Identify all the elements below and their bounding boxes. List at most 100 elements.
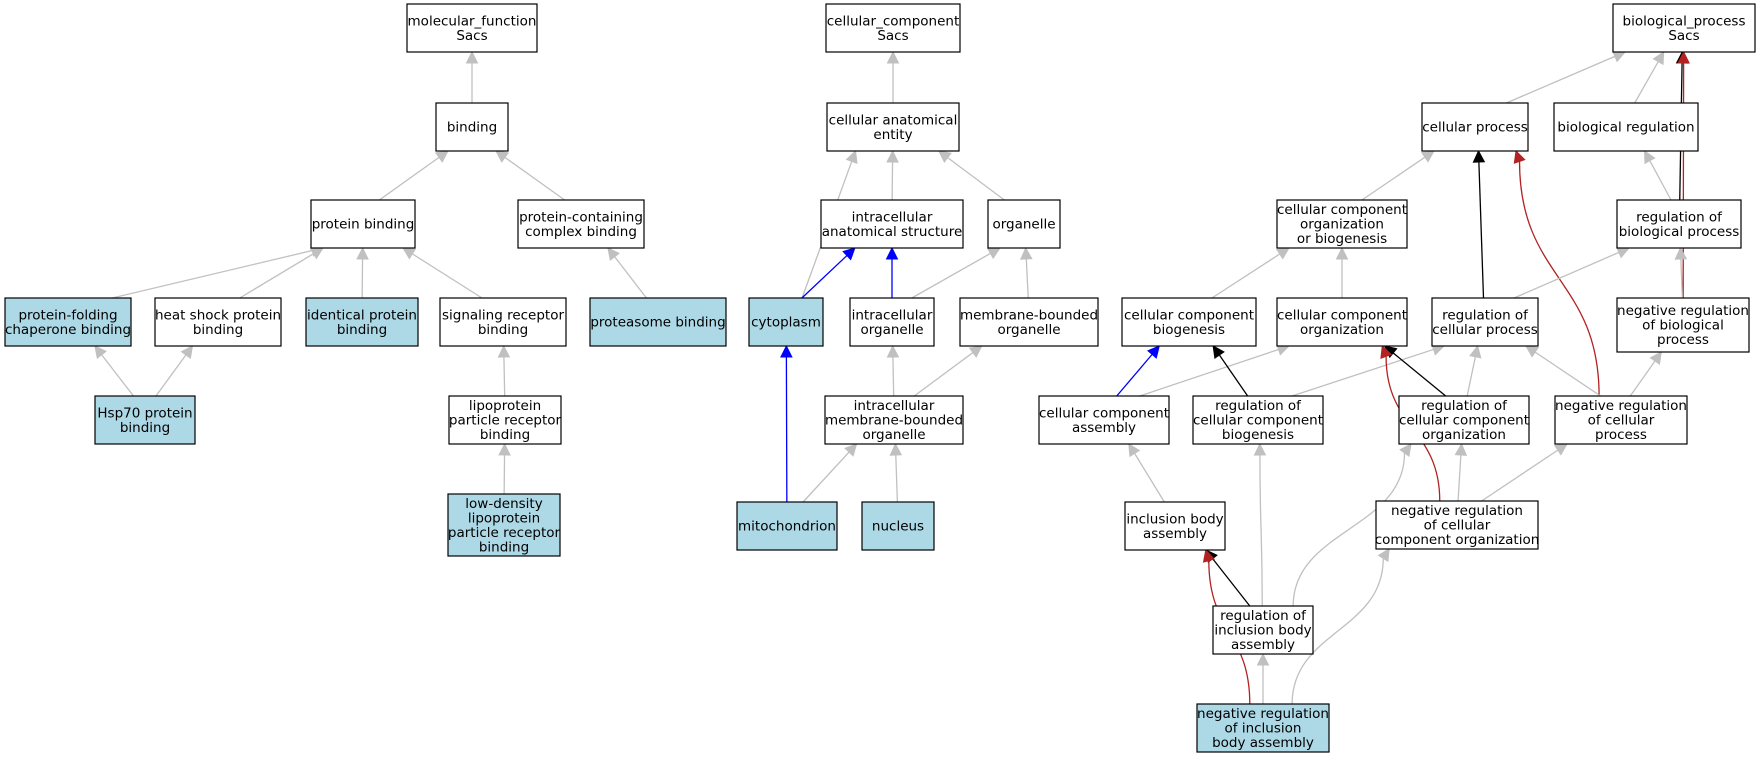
edge-is-a-cellular-anatomical-entity-to-cc [886, 50, 900, 103]
term-label-line: intracellular [852, 209, 933, 225]
term-label-line: negative regulation [1391, 503, 1523, 519]
term-label-line: intracellular [852, 307, 933, 323]
edge-line [1680, 258, 1684, 299]
term-label-line: membrane-bounded [960, 307, 1098, 323]
edge-arrowhead [1472, 149, 1486, 163]
term-node-protein-binding: protein binding [310, 199, 416, 249]
term-label-line: molecular_function [408, 13, 537, 29]
term-node-proteasome-binding: proteasome binding [589, 297, 727, 347]
edge-is-a-reg-inclusion-body-assembly-to-reg-cc-organization [1292, 443, 1412, 607]
term-label-line: Sacs [1668, 28, 1699, 44]
term-label-line: of cellular [1424, 518, 1491, 534]
edge-line [1466, 356, 1477, 397]
term-label-line: of cellular [1588, 413, 1655, 429]
edge-arrowhead [1652, 51, 1665, 66]
term-box [1276, 297, 1408, 347]
edge-arrowhead [1525, 345, 1540, 358]
edge-arrowhead [937, 150, 952, 163]
edge-is-a-regulation-of-biological-process-to-biological-regulation [1644, 150, 1672, 201]
edge-line [802, 451, 850, 503]
term-label-line: inclusion body [1126, 511, 1223, 527]
edge-line [1218, 354, 1249, 397]
edge-is-a-signaling-receptor-binding-to-protein-binding [402, 247, 483, 299]
edge-part-of-cc-assembly-to-cc-biogenesis [1116, 345, 1160, 397]
edge-line [801, 255, 848, 299]
edge-arrowhead [1253, 442, 1267, 456]
term-label-line: protein binding [312, 217, 415, 233]
term-node-organelle: organelle [987, 199, 1061, 249]
edge-arrowhead [780, 344, 793, 358]
term-label-line: low-density [465, 496, 542, 512]
term-label-line: signaling receptor [442, 307, 565, 323]
term-label-line: lipoprotein [468, 510, 540, 526]
term-label-line: or biogenesis [1297, 231, 1387, 247]
term-label-line: regulation of [1442, 307, 1529, 323]
edge-arrowhead [402, 247, 417, 260]
edge-arrowhead [886, 344, 900, 358]
term-label-line: anatomical structure [822, 224, 963, 240]
term-label-line: protein-folding [18, 307, 117, 323]
term-box [1038, 395, 1170, 445]
term-label-line: biogenesis [1222, 427, 1294, 443]
edge-is-a-regulation-of-cellular-process-to-regulation-of-biological-process [1513, 246, 1631, 299]
term-label-line: biogenesis [1153, 322, 1225, 338]
edge-arrowhead [1020, 246, 1033, 260]
edge-is-a-identical-protein-binding-to-protein-binding [356, 246, 369, 299]
edge-arrowhead [1615, 246, 1631, 259]
term-label-line: complex binding [525, 224, 637, 240]
term-box [1276, 199, 1408, 249]
term-label-line: heat shock protein [155, 307, 281, 323]
edge-arrowhead [1377, 548, 1390, 563]
term-label-line: entity [873, 127, 912, 143]
term-label-line: cellular process [1422, 120, 1528, 136]
term-label-line: negative regulation [1555, 398, 1687, 414]
term-label-line: proteasome binding [590, 315, 725, 331]
term-label-line: membrane-bounded [825, 413, 963, 429]
term-label-line: cellular component [1277, 202, 1407, 218]
term-label-line: chaperone binding [5, 322, 131, 338]
term-label-line: organelle [992, 217, 1055, 233]
edge-is-a-intracellular-membrane-bounded-organelle-to-intracellular-organelle [886, 344, 900, 397]
edge-line [614, 256, 647, 299]
edge-arrowhead [845, 149, 858, 164]
term-box [1421, 102, 1529, 152]
term-node-biological-regulation: biological regulation [1553, 102, 1699, 152]
term-box [748, 297, 824, 347]
edge-is-a-binding-to-mf [465, 50, 479, 103]
term-label-line: organelle [862, 427, 925, 443]
term-box [987, 199, 1061, 249]
edge-part-of-intracellular-organelle-to-intracellular-anatomical-structure [885, 246, 899, 298]
term-label-line: regulation of [1636, 209, 1723, 225]
edge-arrowhead [1256, 652, 1270, 666]
edge-arrowhead [1420, 150, 1435, 163]
edge-arrowhead [1454, 442, 1468, 456]
term-label-line: regulation of [1215, 398, 1302, 414]
term-label-line: inclusion body [1214, 623, 1311, 639]
edge-arrowhead [434, 150, 449, 163]
edge-line [1513, 251, 1620, 299]
edge-line [1361, 156, 1426, 201]
term-label-line: binding [479, 539, 529, 555]
term-box [310, 199, 416, 249]
term-label-line: regulation of [1220, 608, 1307, 624]
edge-line [1292, 452, 1406, 607]
edge-is-a-nucleus-to-intracellular-membrane-bounded-organelle [889, 442, 903, 503]
edge-arrowhead [1275, 247, 1290, 260]
edge-line [378, 156, 440, 201]
edge-is-a-neg-reg-cc-organization-to-reg-cc-organization [1454, 442, 1468, 502]
term-label-line: organization [1300, 322, 1384, 338]
